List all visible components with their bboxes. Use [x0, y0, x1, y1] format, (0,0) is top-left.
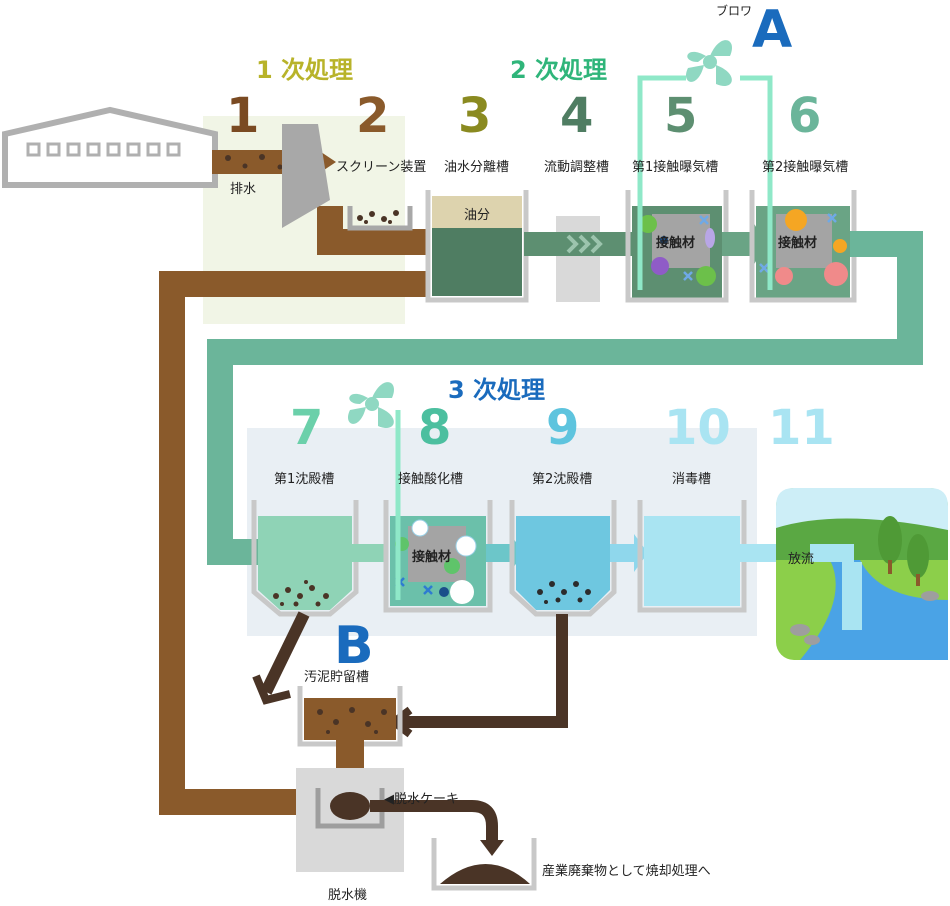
factory-icon: [1, 106, 218, 188]
step-label-5: 第1接触曝気槽: [632, 160, 719, 175]
blower-8-icon: [347, 382, 394, 428]
dewater-label: 脱水機: [328, 888, 368, 903]
sludge-letter: B: [334, 616, 374, 676]
oil-label: 油分: [464, 208, 491, 223]
sludge-storage-tank: [297, 686, 403, 780]
step-number-8: 8: [418, 400, 452, 456]
step-label-10: 消毒槽: [672, 472, 712, 487]
sludge-tank-label: 汚泥貯留槽: [304, 670, 370, 685]
step-number-5: 5: [664, 88, 698, 144]
media-label-6: 接触材: [778, 236, 818, 251]
step-number-7: 7: [290, 400, 324, 456]
step-number-11: 11: [768, 400, 835, 456]
screen-device: [282, 124, 413, 231]
media-label-8: 接触材: [412, 550, 452, 565]
step-label-11: 放流: [788, 552, 815, 567]
blower-a-icon: [685, 40, 732, 86]
step-number-9: 9: [546, 400, 580, 456]
step-label-9: 第2沈殿槽: [532, 472, 593, 487]
disposal-label: 産業廃棄物として焼却処理へ: [542, 864, 711, 879]
step-number-4: 4: [560, 88, 594, 144]
sedimentation-tank-2: [509, 500, 617, 617]
waste-bin: [431, 838, 537, 891]
stage-title-secondary: 2 次処理: [510, 56, 608, 84]
step-label-6: 第2接触曝気槽: [762, 160, 849, 175]
oil-separator-tank: [425, 190, 529, 303]
stage-title-tertiary: 3 次処理: [448, 376, 546, 404]
equalization-tank: [556, 216, 642, 302]
step-number-10: 10: [664, 400, 731, 456]
step-number-2: 2: [356, 88, 390, 144]
cake-label: ◀脱水ケーキ: [384, 792, 459, 807]
disinfection-tank: [637, 500, 747, 613]
blower-label: ブロワ: [716, 4, 753, 18]
step-number-1: 1: [226, 88, 260, 144]
step-label-7: 第1沈殿槽: [274, 472, 335, 487]
sedimentation-tank-1: [251, 500, 359, 617]
blower-letter: A: [752, 0, 793, 60]
step-number-3: 3: [458, 88, 492, 144]
media-label-5: 接触材: [656, 236, 696, 251]
aeration-tank-1: [625, 190, 729, 303]
step-label-4: 流動調整槽: [544, 160, 610, 175]
step-label-1: 排水: [230, 182, 257, 197]
step-label-3: 油水分離槽: [444, 160, 510, 175]
dewatering-machine: [296, 768, 404, 872]
step-label-8: 接触酸化槽: [398, 472, 464, 487]
river-scene: [776, 488, 948, 660]
contact-oxidation-tank: [383, 500, 493, 613]
stage-title-primary: 1 次処理: [256, 56, 354, 84]
step-label-2: スクリーン装置: [336, 160, 427, 175]
step-number-6: 6: [788, 88, 822, 144]
